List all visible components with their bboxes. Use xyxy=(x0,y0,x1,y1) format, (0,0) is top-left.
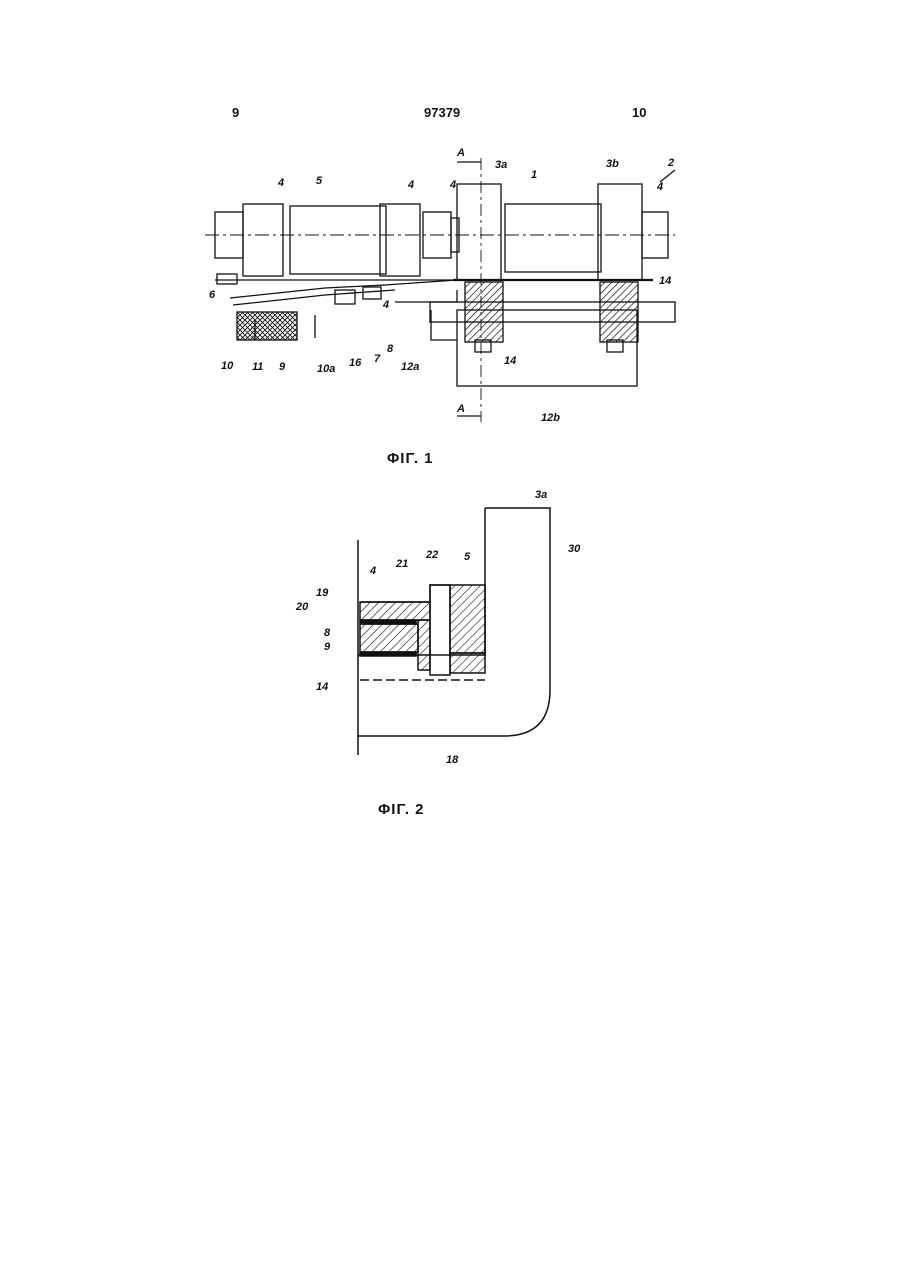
svg-text:10a: 10a xyxy=(317,363,335,375)
svg-text:1: 1 xyxy=(531,169,537,181)
svg-text:3a: 3a xyxy=(535,489,547,501)
svg-text:16: 16 xyxy=(349,357,362,369)
svg-text:12b: 12b xyxy=(541,412,560,424)
svg-text:20: 20 xyxy=(295,601,309,613)
figure-2-caption: ΦΙΓ. 2 xyxy=(378,801,425,818)
svg-text:5: 5 xyxy=(316,175,323,187)
svg-text:4: 4 xyxy=(656,181,663,193)
svg-text:4: 4 xyxy=(407,179,414,191)
svg-text:12a: 12a xyxy=(401,361,419,373)
svg-text:10: 10 xyxy=(221,360,234,372)
svg-text:8: 8 xyxy=(387,343,394,355)
svg-text:A: A xyxy=(456,147,465,159)
svg-text:9: 9 xyxy=(279,361,286,373)
svg-text:30: 30 xyxy=(568,543,580,555)
svg-text:7: 7 xyxy=(374,353,381,365)
figure-2-drawing: 3a 4 21 22 5 30 19 20 8 9 14 18 xyxy=(280,480,580,770)
figure-1-caption: ΦΙΓ. 1 xyxy=(387,450,434,467)
svg-text:A: A xyxy=(456,403,465,415)
page-number-left: 9 xyxy=(232,105,239,120)
svg-text:3a: 3a xyxy=(495,159,507,171)
svg-text:14: 14 xyxy=(659,275,671,287)
svg-text:19: 19 xyxy=(316,587,329,599)
svg-text:4: 4 xyxy=(277,177,284,189)
svg-text:3b: 3b xyxy=(606,158,619,170)
svg-text:4: 4 xyxy=(382,299,389,311)
svg-text:22: 22 xyxy=(425,549,438,561)
svg-text:14: 14 xyxy=(504,355,516,367)
svg-text:9: 9 xyxy=(324,641,331,653)
figure-1-drawing: 454 43a1 3b24 614 AA 10119 10a164 7812a … xyxy=(195,140,685,430)
svg-text:6: 6 xyxy=(209,289,216,301)
svg-text:18: 18 xyxy=(446,754,459,766)
document-number: 97379 xyxy=(424,105,460,120)
svg-text:2: 2 xyxy=(667,157,674,169)
svg-text:14: 14 xyxy=(316,681,328,693)
svg-text:21: 21 xyxy=(395,558,408,570)
svg-text:4: 4 xyxy=(369,565,376,577)
svg-text:11: 11 xyxy=(252,361,263,373)
svg-text:5: 5 xyxy=(464,551,471,563)
page-number-right: 10 xyxy=(632,105,646,120)
svg-text:8: 8 xyxy=(324,627,331,639)
svg-text:4: 4 xyxy=(449,179,456,191)
